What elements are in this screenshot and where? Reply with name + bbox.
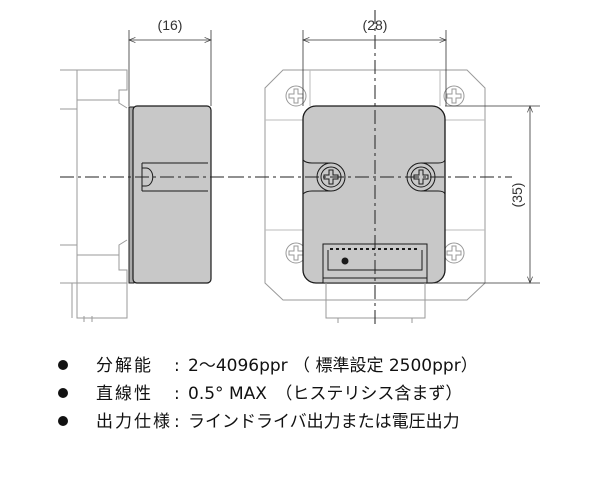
side-view: (16)	[60, 17, 230, 322]
front-view: (28) (35)	[230, 10, 540, 326]
width-dimension-label: (28)	[363, 17, 388, 33]
width-dimension: (28)	[303, 17, 446, 106]
motor-flange	[264, 69, 486, 301]
spec-label: 直線性	[96, 384, 153, 404]
bullet-icon	[58, 388, 68, 398]
spec-value: 0.5° MAX （ヒステリシス含まず）	[188, 384, 463, 404]
encoder-body-side	[132, 105, 212, 284]
spec-value: 2～4096ppr （ 標準設定 2500ppr）	[188, 356, 478, 376]
height-dimension-label: (35)	[509, 183, 525, 208]
bullet-icon	[58, 360, 68, 370]
spec-label: 出力仕様	[96, 412, 172, 432]
spec-linearity: 直線性:0.5° MAX （ヒステリシス含まず）	[58, 381, 462, 407]
spec-resolution: 分解能:2～4096ppr （ 標準設定 2500ppr）	[58, 353, 478, 379]
spec-label: 分解能	[96, 356, 153, 376]
bullet-icon	[58, 416, 68, 426]
spec-value: ラインドライバ出力または電圧出力	[188, 412, 460, 432]
motor-outline	[60, 69, 128, 322]
depth-dimension: (16)	[129, 17, 211, 106]
spec-output: 出力仕様:ラインドライバ出力または電圧出力	[58, 409, 460, 435]
depth-dimension-label: (16)	[158, 17, 183, 33]
height-dimension: (35)	[427, 106, 540, 283]
